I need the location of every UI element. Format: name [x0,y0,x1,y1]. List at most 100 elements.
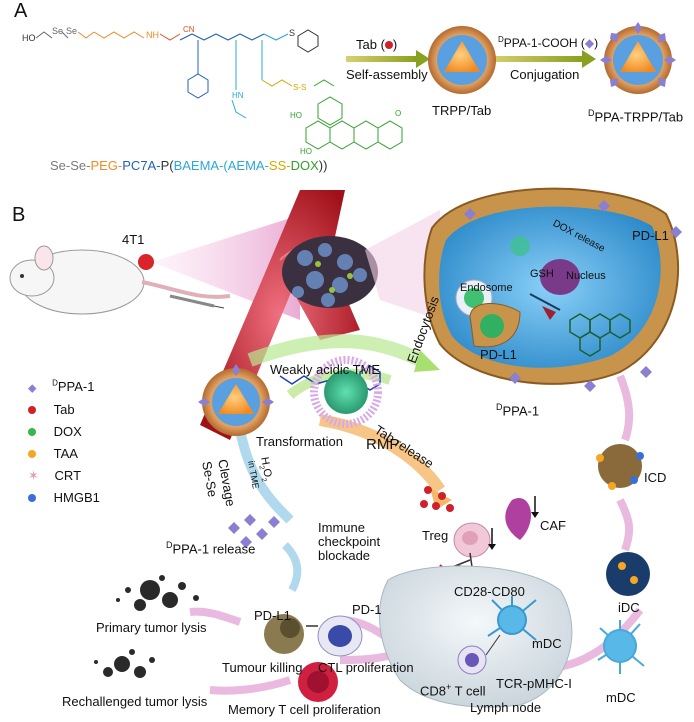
red-dot-icon [28,406,36,414]
star-icon: ✶ [28,468,39,483]
legend-item-hmgb1: HMGB1 [28,490,100,505]
polymer-part: P( [160,158,174,173]
step2-label: Conjugation [510,67,580,82]
lymph-node [378,565,573,708]
mdc-right-cell [597,620,645,674]
diamond-icon: ◆ [584,36,595,50]
polymer-part: Se-Se- [50,158,91,173]
polymer-name: Se-Se-PEG-PC7A-P(BAEMA-(AEMA-SS-DOX)) [50,158,327,173]
step2-product: DPPA-TRPP/Tab [588,108,683,124]
ctl-cell [317,615,363,657]
treg-label: Treg [422,528,449,543]
dppa1-prefix: D [496,402,503,412]
weakly-acidic-label: Weakly acidic TME [270,362,381,377]
red-dot-icon [384,41,393,49]
legend-label: Tab [53,402,75,417]
legend-label: CRT [54,468,82,483]
ctl-prolif-label: CTL proliferation [318,660,414,675]
legend-label: HMGB1 [53,490,100,505]
legend-item-dox: DOX [28,424,82,439]
tumor-cell [423,187,680,385]
legend-item-taa: TAA [28,446,78,461]
step2-reagent-end: ) [594,36,599,50]
memory-label: Memory T cell proliferation [228,702,381,717]
polymer-part: BAEMA- [173,158,224,173]
lymph-node-label: Lymph node [470,700,542,715]
cd8-label: CD8+ T cell [420,682,485,698]
h2o2-h: H [258,456,272,466]
legend-label: TAA [53,446,78,461]
polymer-part: DOX [290,158,319,173]
svg-text:HO: HO [300,147,312,156]
step2-reagent-prefix: D [498,35,504,44]
rechallenge-lysis-debris [94,649,155,678]
step1-reagent-text: Tab ( [356,37,385,52]
step2-product-prefix: D [588,108,595,118]
tcell-text: T cell [451,683,486,699]
polymer-part: PC7A- [122,158,161,173]
mdc-node-label: mDC [532,636,562,651]
dppa1-release-label: DPPA-1 release [166,540,255,556]
svg-text:S: S [289,28,295,38]
svg-text:CN: CN [183,25,195,34]
rechallenge-label: Rechallenged tumor lysis [62,694,208,709]
cd28-label: CD28-CD80 [454,584,525,599]
diamond-icon: ◆ [28,382,37,395]
legend-label: DOX [53,424,82,439]
step2-reagent-text: PPA-1-COOH ( [503,36,585,50]
svg-text:HO: HO [22,33,36,43]
cd8-text: CD8 [420,683,447,699]
polymer-part: (AEMA- [223,158,269,173]
svg-text:S-S: S-S [293,83,306,92]
icd-dying-cell [596,444,644,490]
tumour-killing-label: Tumour killing [222,660,303,675]
mouse-label: 4T1 [122,232,145,247]
legend-item-crt: ✶ CRT [28,468,81,484]
legend-label: PPA-1 [57,379,95,395]
pdl1-receptors [464,200,682,392]
idc-label: iDC [618,600,640,615]
legend-prefix: D [52,379,58,388]
dppa1-release-text: PPA-1 release [172,541,256,557]
caf-cell [505,498,532,540]
panel-b-label: B [12,204,26,226]
panel-a-label: A [14,0,28,22]
dppa1-label: DPPA-1 [496,402,539,418]
immune-label-2: checkpoint [318,534,381,549]
treg-cell [453,522,491,558]
step1-reagent: Tab () [356,37,397,52]
pdl1-lower-label: PD-L1 [254,608,291,623]
legend-item-dppa1: ◆ DPPA-1 [28,379,94,394]
pdl1-cell-label: PD-L1 [480,347,517,362]
step1-reagent-end: ) [392,37,398,52]
nanoparticle-main [198,364,274,436]
released-dppa1 [228,514,280,548]
pdl1-top-label: PD-L1 [632,228,669,243]
polymer-part: PEG- [90,158,123,173]
endosome-label: Endosome [460,282,513,294]
caf-label: CAF [540,518,566,533]
polymer-part: SS- [268,158,291,173]
nucleus-label: Nucleus [566,270,606,282]
mdc-right-label: mDC [606,690,636,705]
tab-dots [420,486,454,512]
pd1-label: PD-1 [352,602,382,617]
primary-lysis-debris [116,575,199,611]
svg-text:HN: HN [232,91,244,100]
rmp-micelle [310,356,382,428]
svg-text:NH: NH [146,30,159,40]
step2-product-text: PPA-TRPP/Tab [594,109,684,125]
step2-reagent: DPPA-1-COOH (◆) [498,35,598,50]
mouse-illustration [9,245,231,315]
svg-text:O: O [395,109,401,118]
immune-label-3: blockade [318,548,371,563]
gsh-label: GSH [530,268,554,280]
primary-lysis-label: Primary tumor lysis [96,620,207,635]
tcr-label: TCR-pMHC-I [496,676,572,691]
immune-label-1: Immune [318,520,365,535]
cd8-sup: + [446,682,452,692]
